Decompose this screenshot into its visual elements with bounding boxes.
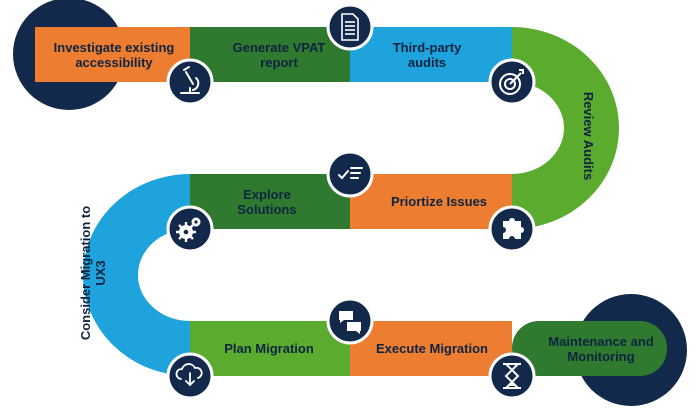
segment-vpat	[190, 27, 350, 82]
step-label-explore: Explore Solutions	[237, 186, 297, 217]
segment-plan	[190, 321, 350, 376]
segment-explore	[190, 174, 350, 229]
step-label-maintenance: Maintenance and Monitoring	[548, 333, 654, 364]
checklist-icon	[326, 150, 374, 198]
puzzle-icon	[488, 205, 536, 253]
step-label-prioritize: Priortize Issues	[390, 194, 488, 209]
segment-investigate	[35, 27, 190, 82]
hourglass-icon	[488, 352, 536, 400]
document-icon	[326, 3, 374, 51]
microscope-icon	[166, 58, 214, 106]
segment-maintenance	[512, 321, 667, 376]
step-label-review: Review Audits	[581, 91, 596, 181]
step-label-investigate: Investigate existing accessibility	[53, 39, 175, 70]
step-label-third-party: Third-party audits	[392, 39, 462, 70]
chat-bubbles-icon	[326, 297, 374, 345]
segment-execute	[350, 321, 512, 376]
step-label-consider: Consider Migration to UX3	[78, 205, 108, 341]
step-label-plan: Plan Migration	[224, 341, 314, 356]
segment-third-party	[350, 27, 512, 82]
segment-review-curve	[512, 27, 619, 229]
gears-icon	[166, 205, 214, 253]
step-label-vpat: Generate VPAT report	[232, 39, 326, 70]
target-icon	[488, 58, 536, 106]
step-label-execute: Execute Migration	[376, 341, 488, 356]
segment-consider-curve	[83, 174, 190, 376]
cloud-download-icon	[166, 352, 214, 400]
segment-prioritize	[350, 174, 512, 229]
